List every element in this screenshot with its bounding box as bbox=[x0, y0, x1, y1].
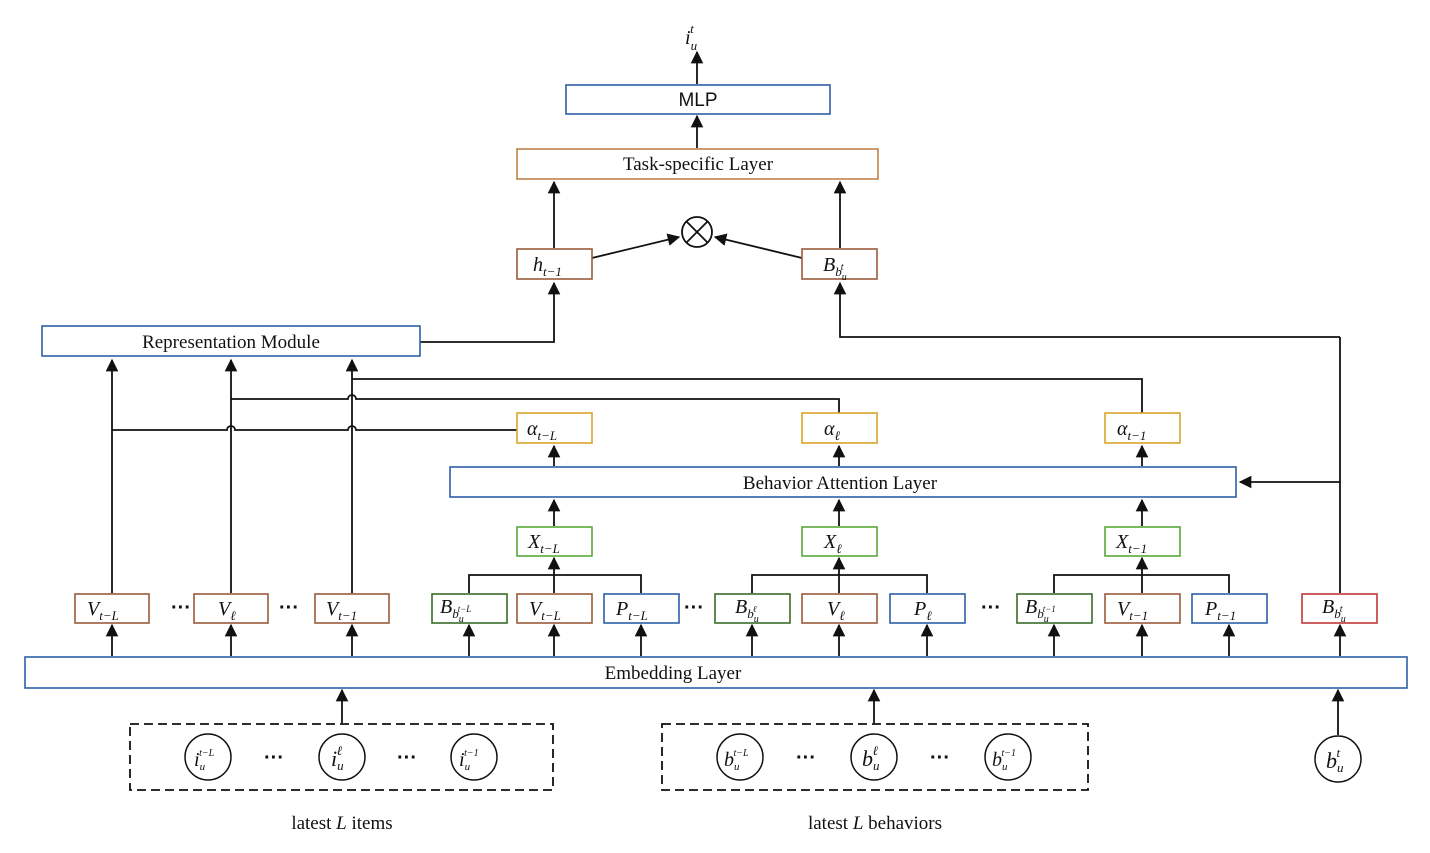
behavior-attention-layer: Behavior Attention Layer bbox=[449, 466, 1237, 498]
item-embedding-node: Vℓ bbox=[801, 593, 878, 624]
alpha-weight-node: αℓ bbox=[801, 412, 878, 444]
svg-text:iut−1: iut−1 bbox=[459, 748, 479, 773]
behavior-embedding-node: Bbut−L bbox=[431, 593, 508, 625]
ellipsis: ··· bbox=[279, 597, 299, 619]
svg-text:but−1: but−1 bbox=[992, 748, 1016, 773]
svg-text:Pt−1: Pt−1 bbox=[1204, 598, 1236, 623]
output-item-label: iut bbox=[685, 21, 698, 53]
item-input-node: iuℓ bbox=[318, 733, 366, 781]
ellipsis: ··· bbox=[171, 597, 191, 619]
ellipsis: ··· bbox=[796, 747, 816, 769]
svg-text:iut−L: iut−L bbox=[194, 748, 215, 773]
behavior-input-node: but−1 bbox=[984, 733, 1032, 781]
behavior-input-node: buℓ bbox=[850, 733, 898, 781]
svg-text:Bbuℓ: Bbuℓ bbox=[735, 596, 759, 625]
current-behavior-embedding-node: Bbut bbox=[1301, 593, 1378, 625]
svg-text:ht−1: ht−1 bbox=[533, 254, 562, 279]
svg-text:Bbut: Bbut bbox=[823, 254, 847, 283]
hidden-state-node: ht−1 bbox=[516, 248, 593, 280]
svg-text:Xt−1: Xt−1 bbox=[1115, 531, 1147, 556]
embedding-label: Embedding Layer bbox=[605, 663, 742, 684]
mlp-label: MLP bbox=[678, 90, 717, 111]
svg-text:Vℓ: Vℓ bbox=[218, 598, 236, 623]
behavior-embedding-top-node: Bbut bbox=[801, 248, 878, 283]
svg-text:Bbut−L: Bbut−L bbox=[440, 596, 471, 625]
item-embedding-node: Vℓ bbox=[193, 593, 269, 624]
svg-text:Vℓ: Vℓ bbox=[827, 598, 845, 623]
representation-label: Representation Module bbox=[142, 332, 320, 353]
alpha-weight-node: αt−L bbox=[516, 412, 593, 444]
behavior-input-node: but−L bbox=[716, 733, 764, 781]
svg-text:but−L: but−L bbox=[724, 748, 749, 773]
items-input-group: iut−L ··· iuℓ ··· iut−1 bbox=[129, 723, 554, 791]
mlp-layer: MLP bbox=[565, 84, 831, 115]
ellipsis: ··· bbox=[684, 597, 704, 619]
representation-module: Representation Module bbox=[41, 325, 421, 357]
ellipsis: ··· bbox=[930, 747, 950, 769]
ellipsis: ··· bbox=[981, 597, 1001, 619]
x-node: Xℓ bbox=[801, 526, 878, 557]
item-input-node: iut−1 bbox=[450, 733, 498, 781]
svg-text:αt−1: αt−1 bbox=[1117, 418, 1146, 443]
svg-text:Vt−1: Vt−1 bbox=[1117, 598, 1148, 623]
svg-text:Xt−L: Xt−L bbox=[527, 531, 560, 556]
svg-text:Xℓ: Xℓ bbox=[823, 531, 842, 556]
behaviors-input-group: but−L ··· buℓ ··· but−1 bbox=[661, 723, 1089, 791]
svg-text:Pt−L: Pt−L bbox=[615, 598, 648, 623]
alpha-weight-node: αt−1 bbox=[1104, 412, 1181, 444]
ellipsis: ··· bbox=[397, 747, 417, 769]
item-embedding-node: Vt−L bbox=[74, 593, 150, 624]
svg-text:Bbut−1: Bbut−1 bbox=[1025, 596, 1056, 625]
position-embedding-node: Pt−1 bbox=[1191, 593, 1268, 624]
svg-text:αℓ: αℓ bbox=[824, 418, 841, 443]
items-caption: latest L items bbox=[291, 813, 392, 834]
svg-text:Pℓ: Pℓ bbox=[913, 598, 932, 623]
behavior-embedding-node: Bbuℓ bbox=[714, 593, 791, 625]
current-behavior-input-node: but bbox=[1314, 735, 1362, 783]
svg-text:αt−L: αt−L bbox=[527, 418, 557, 443]
svg-text:Vt−L: Vt−L bbox=[529, 598, 561, 623]
svg-text:but: but bbox=[1326, 745, 1344, 775]
embedding-layer: Embedding Layer bbox=[24, 656, 1408, 689]
task-layer-label: Task-specific Layer bbox=[623, 154, 774, 175]
behavior-embedding-node: Bbut−1 bbox=[1016, 593, 1093, 625]
svg-text:Bbut: Bbut bbox=[1322, 596, 1346, 625]
behaviors-caption: latest L behaviors bbox=[808, 813, 942, 834]
attention-label: Behavior Attention Layer bbox=[743, 473, 938, 494]
item-embedding-node: Vt−1 bbox=[314, 593, 390, 624]
item-embedding-node: Vt−L bbox=[516, 593, 593, 624]
x-node: Xt−L bbox=[516, 526, 593, 557]
svg-text:Vt−1: Vt−1 bbox=[326, 598, 357, 623]
position-embedding-node: Pt−L bbox=[603, 593, 680, 624]
svg-text:buℓ: buℓ bbox=[862, 743, 880, 773]
position-embedding-node: Pℓ bbox=[889, 593, 966, 624]
task-specific-layer: Task-specific Layer bbox=[516, 148, 879, 180]
x-node: Xt−1 bbox=[1104, 526, 1181, 557]
item-input-node: iut−L bbox=[184, 733, 232, 781]
item-embedding-node: Vt−1 bbox=[1104, 593, 1181, 624]
svg-text:iuℓ: iuℓ bbox=[331, 743, 344, 773]
elementwise-product-icon bbox=[681, 216, 713, 248]
svg-text:Vt−L: Vt−L bbox=[87, 598, 119, 623]
connectors bbox=[105, 50, 1347, 735]
ellipsis: ··· bbox=[264, 747, 284, 769]
